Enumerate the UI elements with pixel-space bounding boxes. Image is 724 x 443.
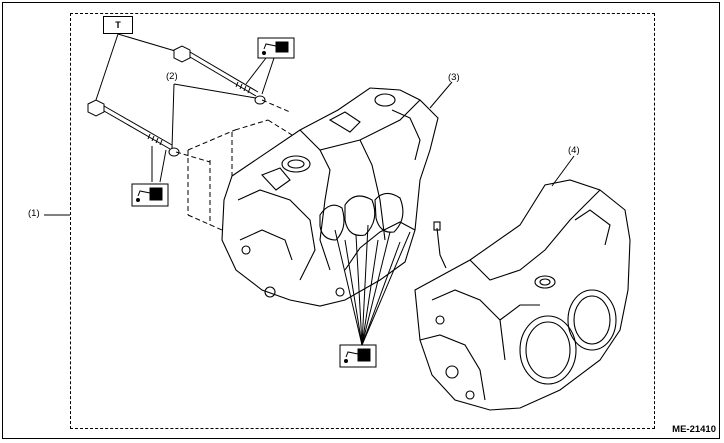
assembly-dashed-frame [70,13,655,429]
oil-can-icon [339,344,377,368]
callout-assembly: (1) [28,208,40,219]
oil-can-icon [257,37,295,59]
bolt-lower [87,99,173,150]
sealant-leaders [334,224,411,346]
callout-crankcase-rh: (3) [448,72,460,83]
oil-can-icon [131,183,169,207]
crankcase-lh [414,179,631,411]
tightening-torque-box: T [103,16,133,34]
crankcase-rh [221,87,439,307]
leader-crankcase-rh [429,81,453,109]
outer-border [2,2,720,439]
leader-t-bolt-bottom [95,33,119,101]
callout-washer: (2) [166,71,178,82]
leader-washer-upper [173,83,257,99]
washer-upper [254,95,266,105]
leader-crankcase-lh [551,155,575,187]
callout-crankcase-lh: (4) [568,145,580,156]
washer-lower [168,147,180,157]
bolt-upper [173,45,259,97]
figure-id: ME-21410 [672,424,716,435]
leader-washer-lower [171,83,175,149]
leader-t-bolt-top [117,33,183,54]
